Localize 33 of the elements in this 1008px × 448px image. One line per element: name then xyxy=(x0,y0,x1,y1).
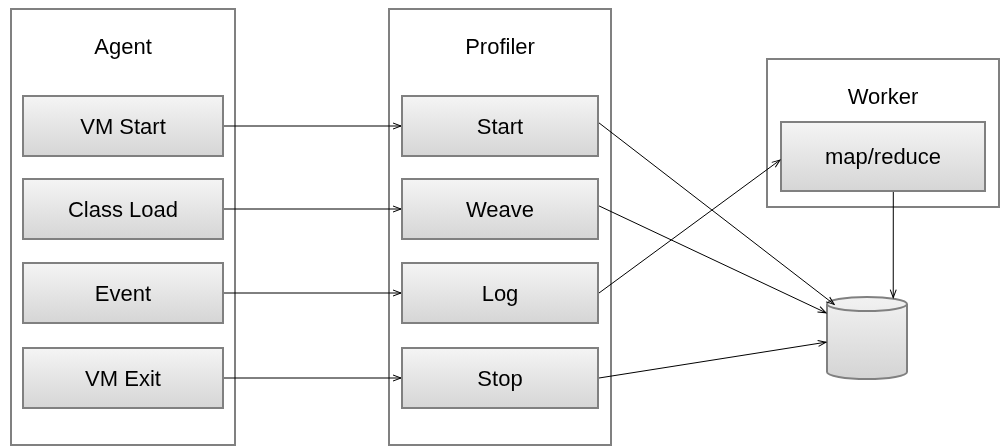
arrow xyxy=(223,122,402,130)
box-label: Weave xyxy=(465,195,535,224)
box-label: Class Load xyxy=(67,195,179,224)
box-label: VM Start xyxy=(80,112,166,141)
process-box xyxy=(22,347,224,409)
process-box xyxy=(401,95,599,157)
process-box xyxy=(22,262,224,324)
group-title: Worker xyxy=(846,83,920,111)
arrow xyxy=(223,289,402,297)
process-box xyxy=(780,121,986,192)
process-box xyxy=(22,178,224,240)
group-title: Profiler xyxy=(464,33,536,61)
group-panel xyxy=(766,58,1000,208)
box-label: Start xyxy=(476,112,524,141)
group-panel xyxy=(10,8,236,446)
arrow xyxy=(598,340,827,379)
box-label: VM Exit xyxy=(85,364,161,393)
box-label: Stop xyxy=(477,364,523,393)
group-panel xyxy=(388,8,612,446)
box-label: Log xyxy=(481,279,519,308)
arrow xyxy=(598,159,781,294)
process-box xyxy=(401,262,599,324)
box-label: Event xyxy=(94,279,152,308)
box-label: map/reduce xyxy=(824,143,942,171)
group-title: Agent xyxy=(93,33,153,61)
process-box xyxy=(22,95,224,157)
arrow xyxy=(598,122,835,305)
process-box xyxy=(401,347,599,409)
arrow xyxy=(223,374,402,382)
arrow xyxy=(889,191,897,299)
arrow xyxy=(223,205,402,213)
process-box xyxy=(401,178,599,240)
arrow xyxy=(598,205,827,314)
